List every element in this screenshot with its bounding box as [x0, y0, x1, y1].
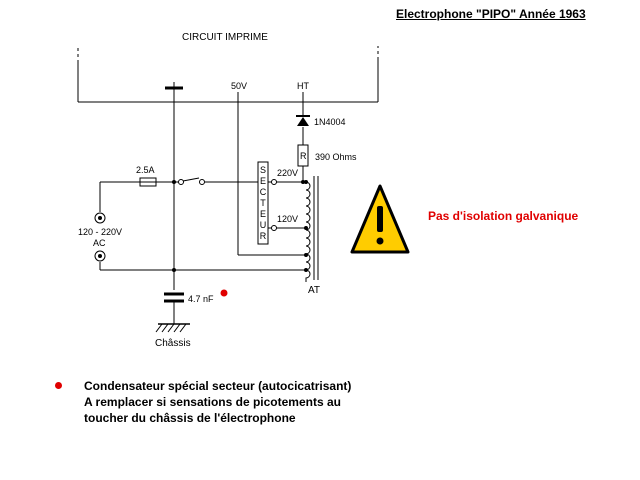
capacitor-note: Condensateur spécial secteur (autocicatr… [84, 378, 351, 426]
selector-contact-220 [271, 179, 277, 185]
circuit-board-outline [77, 46, 379, 103]
tap-ht-label: HT [297, 81, 309, 91]
diode-symbol [296, 115, 310, 126]
autotransformer-symbol [305, 176, 319, 282]
transformer-taps [304, 180, 308, 272]
ground-tap [165, 82, 183, 290]
warning-triangle-icon [350, 184, 410, 254]
fuse-label: 2.5A [136, 165, 155, 175]
tap-220v-label: 220V [277, 168, 298, 178]
selector-letter: E [260, 176, 266, 186]
fuse-symbol [139, 177, 157, 187]
special-capacitor-marker [220, 289, 228, 297]
note-bullet-icon [55, 382, 62, 389]
mains-wiring [99, 181, 306, 271]
transformer-label: AT [308, 285, 320, 296]
voltage-selector [257, 161, 269, 245]
switch-symbol [178, 177, 205, 185]
junction-dots [172, 180, 305, 272]
chassis-ground-icon [155, 323, 190, 333]
capacitor-symbol [164, 292, 184, 324]
selector-letter: E [260, 209, 266, 219]
circuit-board-label: CIRCUIT IMPRIME [182, 32, 268, 43]
note-line: A remplacer si sensations de picotements… [84, 395, 341, 409]
note-line: toucher du châssis de l'électrophone [84, 411, 296, 425]
diode-label: 1N4004 [314, 117, 346, 127]
wire-50v [237, 92, 306, 256]
note-line: Condensateur spécial secteur (autocicatr… [84, 379, 352, 393]
mains-terminal-bottom [94, 250, 106, 262]
selector-letter: C [260, 187, 267, 197]
resistor-value: 390 Ohms [315, 152, 357, 162]
resistor-letter: R [300, 151, 307, 161]
mains-ac-label: AC [93, 238, 106, 248]
selector-letter: R [260, 231, 267, 241]
tap-50v-label: 50V [231, 81, 247, 91]
tap-120v-label: 120V [277, 214, 298, 224]
capacitor-label: 4.7 nF [188, 294, 214, 304]
selector-letter: U [260, 220, 267, 230]
selector-contact-120 [271, 225, 277, 231]
resistor-symbol [297, 144, 309, 167]
mains-voltage-label: 120 - 220V [78, 227, 122, 237]
selector-letter: S [260, 165, 266, 175]
chassis-label: Châssis [155, 338, 191, 349]
warning-text: Pas d'isolation galvanique [428, 209, 579, 223]
mains-terminal-top [94, 212, 106, 224]
page-title: Electrophone "PIPO" Année 1963 [396, 7, 586, 21]
selector-letter: T [260, 198, 266, 208]
